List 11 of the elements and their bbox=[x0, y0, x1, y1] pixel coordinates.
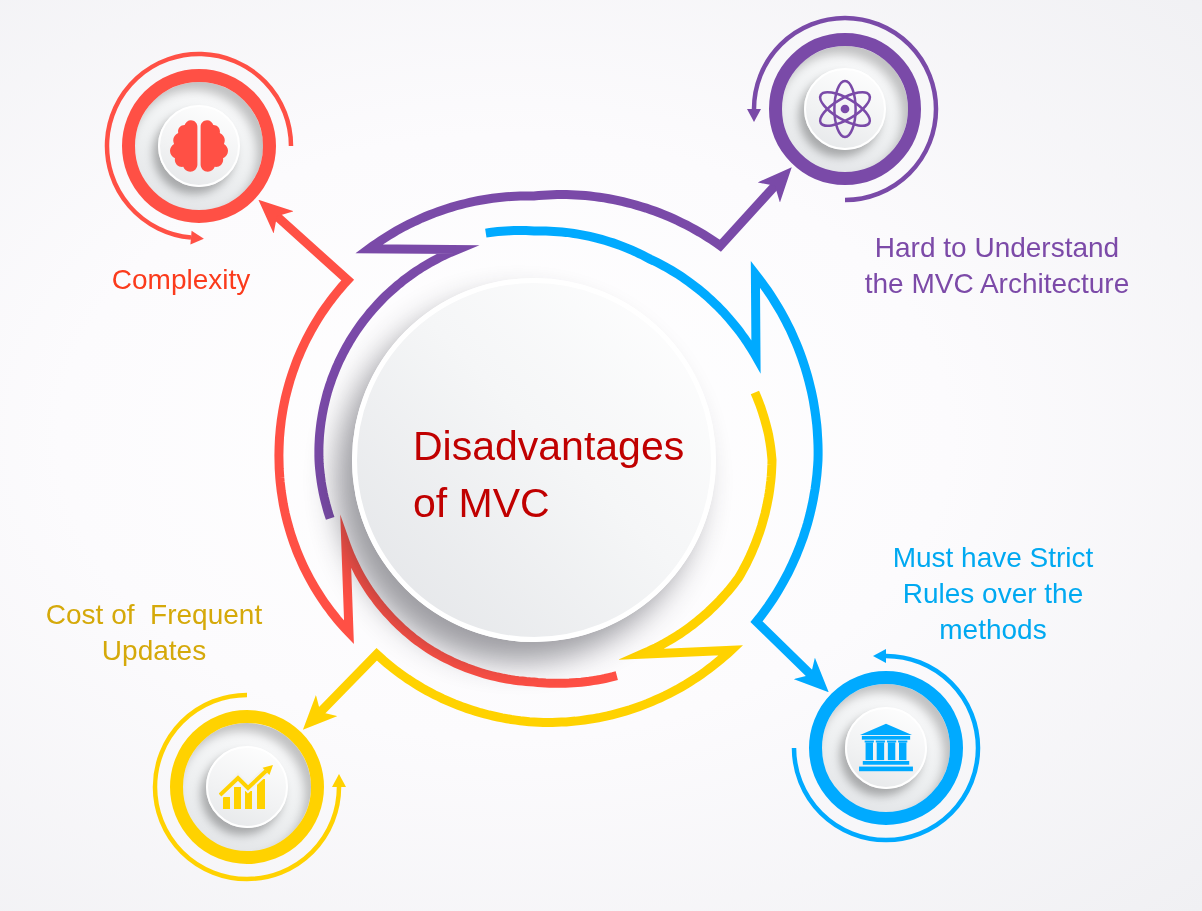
title-text: Disadvantages of MVC bbox=[413, 422, 685, 528]
curved-arrow bbox=[258, 199, 618, 688]
icon-ring bbox=[809, 671, 963, 825]
icon-ring bbox=[769, 33, 921, 185]
caption-text: Must have Strict Rules over the methods bbox=[892, 541, 1094, 647]
caption-text: Complexity bbox=[111, 263, 251, 297]
curved-arrow bbox=[302, 390, 777, 730]
caption-text: Hard to Understand the MVC Architecture bbox=[864, 231, 1130, 301]
curved-arrow bbox=[314, 167, 792, 520]
icon-ring bbox=[170, 710, 324, 864]
caption-text: Cost of Frequent Updates bbox=[45, 598, 263, 668]
